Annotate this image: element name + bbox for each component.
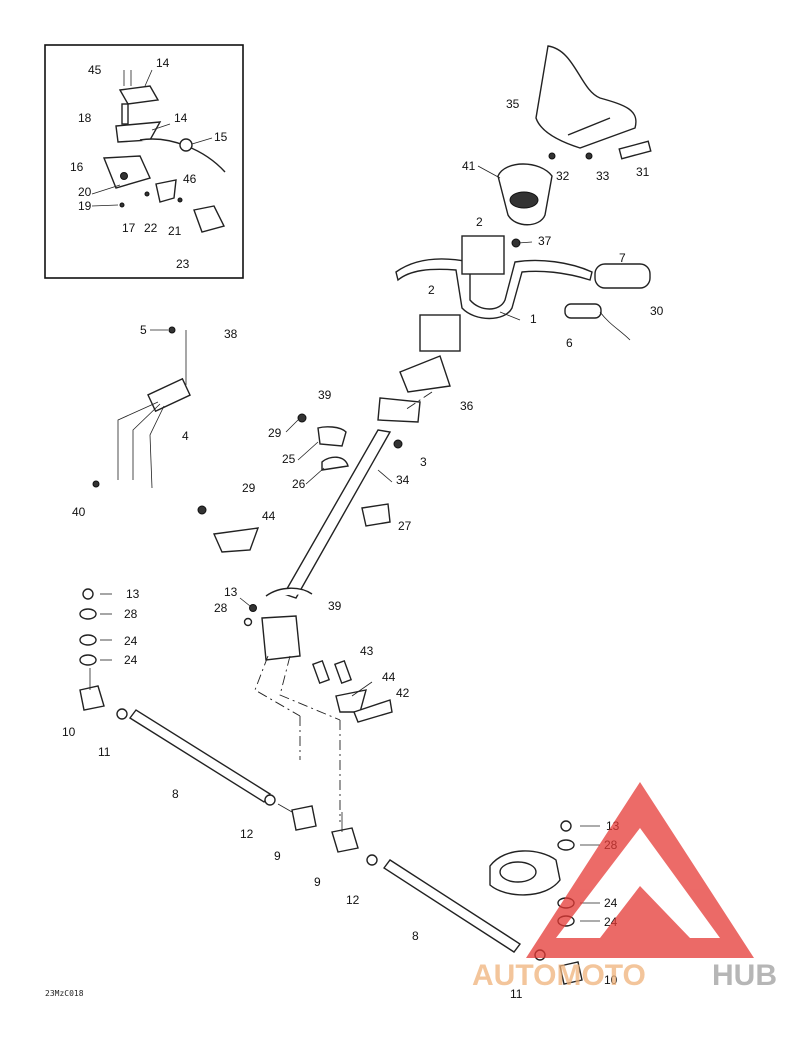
callout-44a: 44 xyxy=(262,509,276,523)
callout-3: 3 xyxy=(420,455,427,469)
inset-box xyxy=(44,44,244,279)
callout-2b: 2 xyxy=(428,283,435,297)
callout-29b: 29 xyxy=(242,481,256,495)
grip xyxy=(594,263,651,289)
callout-41: 41 xyxy=(462,159,476,173)
callout-34: 34 xyxy=(396,473,410,487)
steering-column xyxy=(197,391,433,822)
callout-13b: 13 xyxy=(126,587,140,601)
callout-28a: 28 xyxy=(214,601,228,615)
callout-20: 20 xyxy=(78,185,92,199)
callout-11b: 11 xyxy=(510,987,523,1001)
callout-45: 45 xyxy=(88,63,102,77)
callout-14a: 14 xyxy=(156,56,170,70)
callout-7: 7 xyxy=(619,251,626,265)
cable-callouts: 5 38 4 40 xyxy=(72,323,238,519)
callout-6: 6 xyxy=(566,336,573,350)
watermark-text-2: HUB xyxy=(712,959,777,992)
cable-assembly xyxy=(92,326,191,489)
callout-4: 4 xyxy=(182,429,189,443)
right-tie-rod-assembly xyxy=(331,812,600,985)
column-plate-top xyxy=(377,397,421,423)
callout-24c: 24 xyxy=(604,896,618,910)
callout-38: 38 xyxy=(224,327,238,341)
clamp-lower xyxy=(419,314,461,352)
callout-24a: 24 xyxy=(124,634,138,648)
column-bracket-lower xyxy=(261,615,301,661)
callout-28b: 28 xyxy=(124,607,138,621)
callout-26: 26 xyxy=(292,477,306,491)
callout-33: 33 xyxy=(596,169,610,183)
heating-grip xyxy=(564,303,602,319)
callout-22: 22 xyxy=(144,221,158,235)
callout-9a: 9 xyxy=(274,849,281,863)
callout-15: 15 xyxy=(214,130,228,144)
handlebar xyxy=(395,258,593,320)
padding xyxy=(535,45,637,149)
callout-19: 19 xyxy=(78,199,92,213)
left-linkage-callouts: 13 28 24 24 10 11 8 12 9 xyxy=(62,587,281,863)
callout-17: 17 xyxy=(122,221,136,235)
callout-39a: 39 xyxy=(318,388,332,402)
callout-39b: 39 xyxy=(328,599,342,613)
tie-rod-right xyxy=(382,859,522,953)
callout-8a: 8 xyxy=(172,787,179,801)
callout-46: 46 xyxy=(183,172,197,186)
callout-5: 5 xyxy=(140,323,147,337)
callout-37: 37 xyxy=(538,234,552,248)
handlebar-parts xyxy=(395,45,652,393)
watermark-triangle xyxy=(526,782,754,958)
figure-code: 23MzC018 xyxy=(45,989,84,998)
callout-32: 32 xyxy=(556,169,570,183)
throttle-housing-parts xyxy=(102,70,226,233)
callout-9b: 9 xyxy=(314,875,321,889)
handlebar-callouts: 35 41 32 33 31 2 37 7 2 1 30 6 36 xyxy=(428,97,664,413)
callout-18: 18 xyxy=(78,111,92,125)
callout-14b: 14 xyxy=(174,111,188,125)
callout-31: 31 xyxy=(636,165,650,179)
callout-25: 25 xyxy=(282,452,296,466)
callout-10a: 10 xyxy=(62,725,76,739)
left-tie-rod-assembly xyxy=(79,588,317,831)
callout-43: 43 xyxy=(360,644,374,658)
callout-8b: 8 xyxy=(412,929,419,943)
callout-23: 23 xyxy=(176,257,190,271)
clamp-upper xyxy=(461,235,505,275)
callout-40: 40 xyxy=(72,505,86,519)
callout-2a: 2 xyxy=(476,215,483,229)
callout-44b: 44 xyxy=(382,670,396,684)
callout-29a: 29 xyxy=(268,426,282,440)
callout-1: 1 xyxy=(530,312,537,326)
callout-35: 35 xyxy=(506,97,520,111)
callout-42: 42 xyxy=(396,686,410,700)
callout-13a: 13 xyxy=(224,585,238,599)
callout-16: 16 xyxy=(70,160,84,174)
callout-30: 30 xyxy=(650,304,664,318)
callout-21: 21 xyxy=(168,224,182,238)
watermark-text-1: AUTOMOTO xyxy=(472,959,646,992)
column-callouts: 39 29 25 3 26 34 29 44 27 13 28 39 43 44… xyxy=(214,388,427,700)
callout-12b: 12 xyxy=(346,893,360,907)
automotohub-watermark: AUTOMOTO HUB xyxy=(472,782,777,992)
riser xyxy=(399,355,451,393)
callout-12a: 12 xyxy=(240,827,254,841)
tie-rod-left xyxy=(128,709,272,803)
callout-27: 27 xyxy=(398,519,412,533)
callout-36: 36 xyxy=(460,399,474,413)
callout-24b: 24 xyxy=(124,653,138,667)
inset-callouts: 45 14 18 14 15 16 20 19 46 17 22 21 23 xyxy=(70,56,228,271)
callout-11a: 11 xyxy=(98,745,111,759)
callout-10b: 10 xyxy=(604,973,618,987)
